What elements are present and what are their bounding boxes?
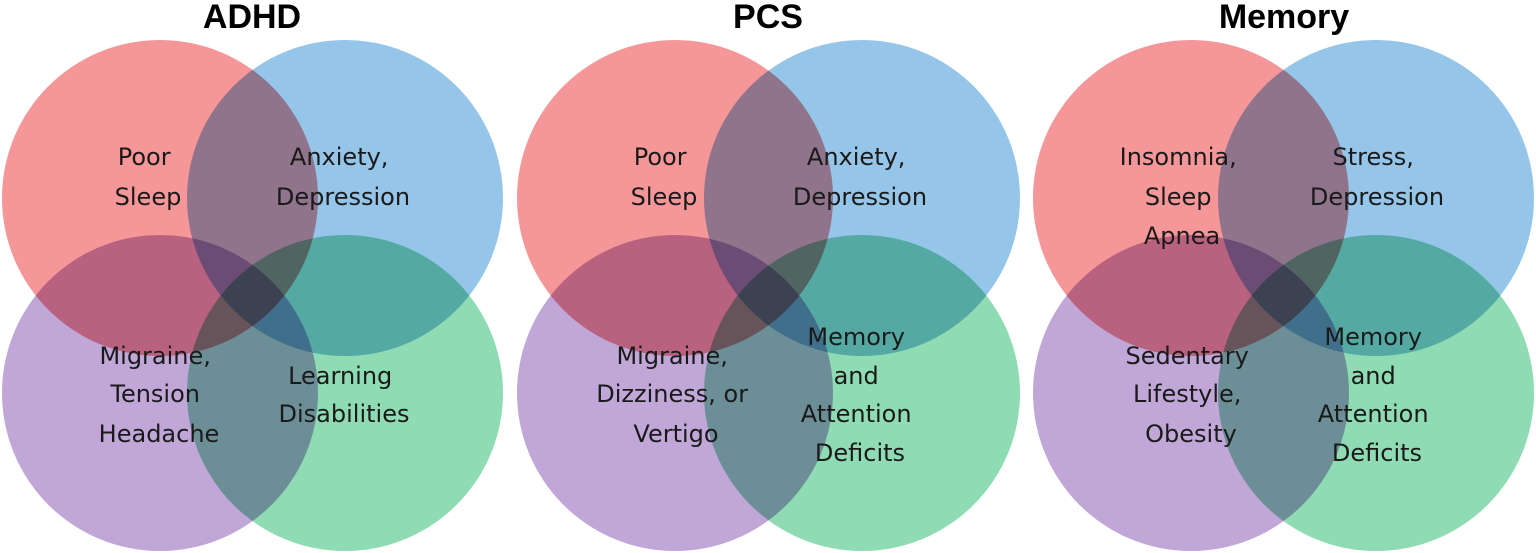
label-green: Memory and Attention Deficits (801, 323, 919, 467)
venn-diagram-pcs: PCS Poor Sleep Anxiety, Depression Migra… (517, 0, 1020, 551)
label-blue: Anxiety, Depression (793, 143, 927, 211)
label-blue: Anxiety, Depression (276, 143, 410, 211)
label-purple: Migraine, Dizziness, or Vertigo (596, 342, 755, 448)
circle-green (1218, 235, 1534, 551)
label-purple: Sedentary Lifestyle, Obesity (1125, 342, 1256, 448)
venn-diagram-memory: Memory Insomnia, Sleep Apnea Stress, Dep… (1033, 0, 1534, 551)
label-red: Insomnia, Sleep Apnea (1120, 143, 1245, 250)
circle-green (704, 235, 1020, 551)
circle-green (187, 235, 503, 551)
label-green: Memory and Attention Deficits (1318, 323, 1436, 467)
label-purple: Migraine, Tension Headache (99, 342, 220, 448)
venn-diagram-adhd: ADHD Poor Sleep Anxiety, Depression Migr… (2, 0, 503, 551)
label-red: Poor Sleep (115, 143, 182, 211)
label-blue: Stress, Depression (1310, 143, 1444, 211)
diagram-title-memory: Memory (1219, 0, 1349, 36)
diagram-title-adhd: ADHD (203, 0, 301, 36)
label-green: Learning Disabilities (279, 362, 410, 428)
label-red: Poor Sleep (631, 143, 698, 211)
diagram-title-pcs: PCS (733, 0, 803, 36)
